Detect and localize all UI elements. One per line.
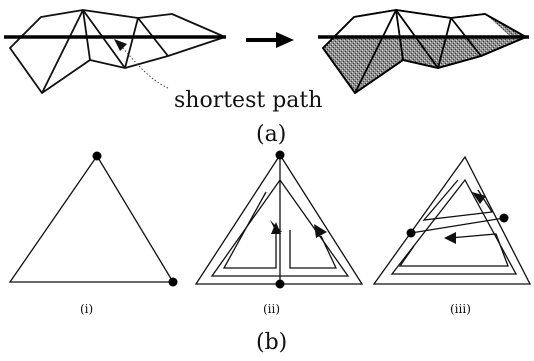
panel-iii-arrows [444, 192, 486, 244]
panel-i-label: (i) [80, 302, 93, 316]
shortest-path-annotation: shortest path [174, 88, 322, 113]
transform-arrow [246, 32, 294, 48]
panel-iii-triangle [372, 155, 532, 285]
right-shaded-strip [322, 9, 527, 94]
left-triangulated-strip [9, 9, 226, 94]
panel-iii-label: (iii) [450, 302, 471, 316]
caption-a: (a) [256, 122, 286, 147]
vertex-dot [92, 151, 102, 161]
panel-ii-arrows [270, 220, 327, 238]
panel-ii-label: (ii) [263, 302, 280, 316]
panel-ii-triangle [194, 153, 364, 285]
vertex-dot [275, 150, 285, 160]
panel-i-triangle [8, 151, 178, 287]
vertex-dot [275, 279, 285, 289]
caption-b: (b) [256, 330, 287, 355]
vertex-dot [406, 228, 416, 238]
vertex-dot [168, 277, 178, 287]
shortest-path-pointer [114, 39, 169, 89]
vertex-dot [499, 213, 509, 223]
